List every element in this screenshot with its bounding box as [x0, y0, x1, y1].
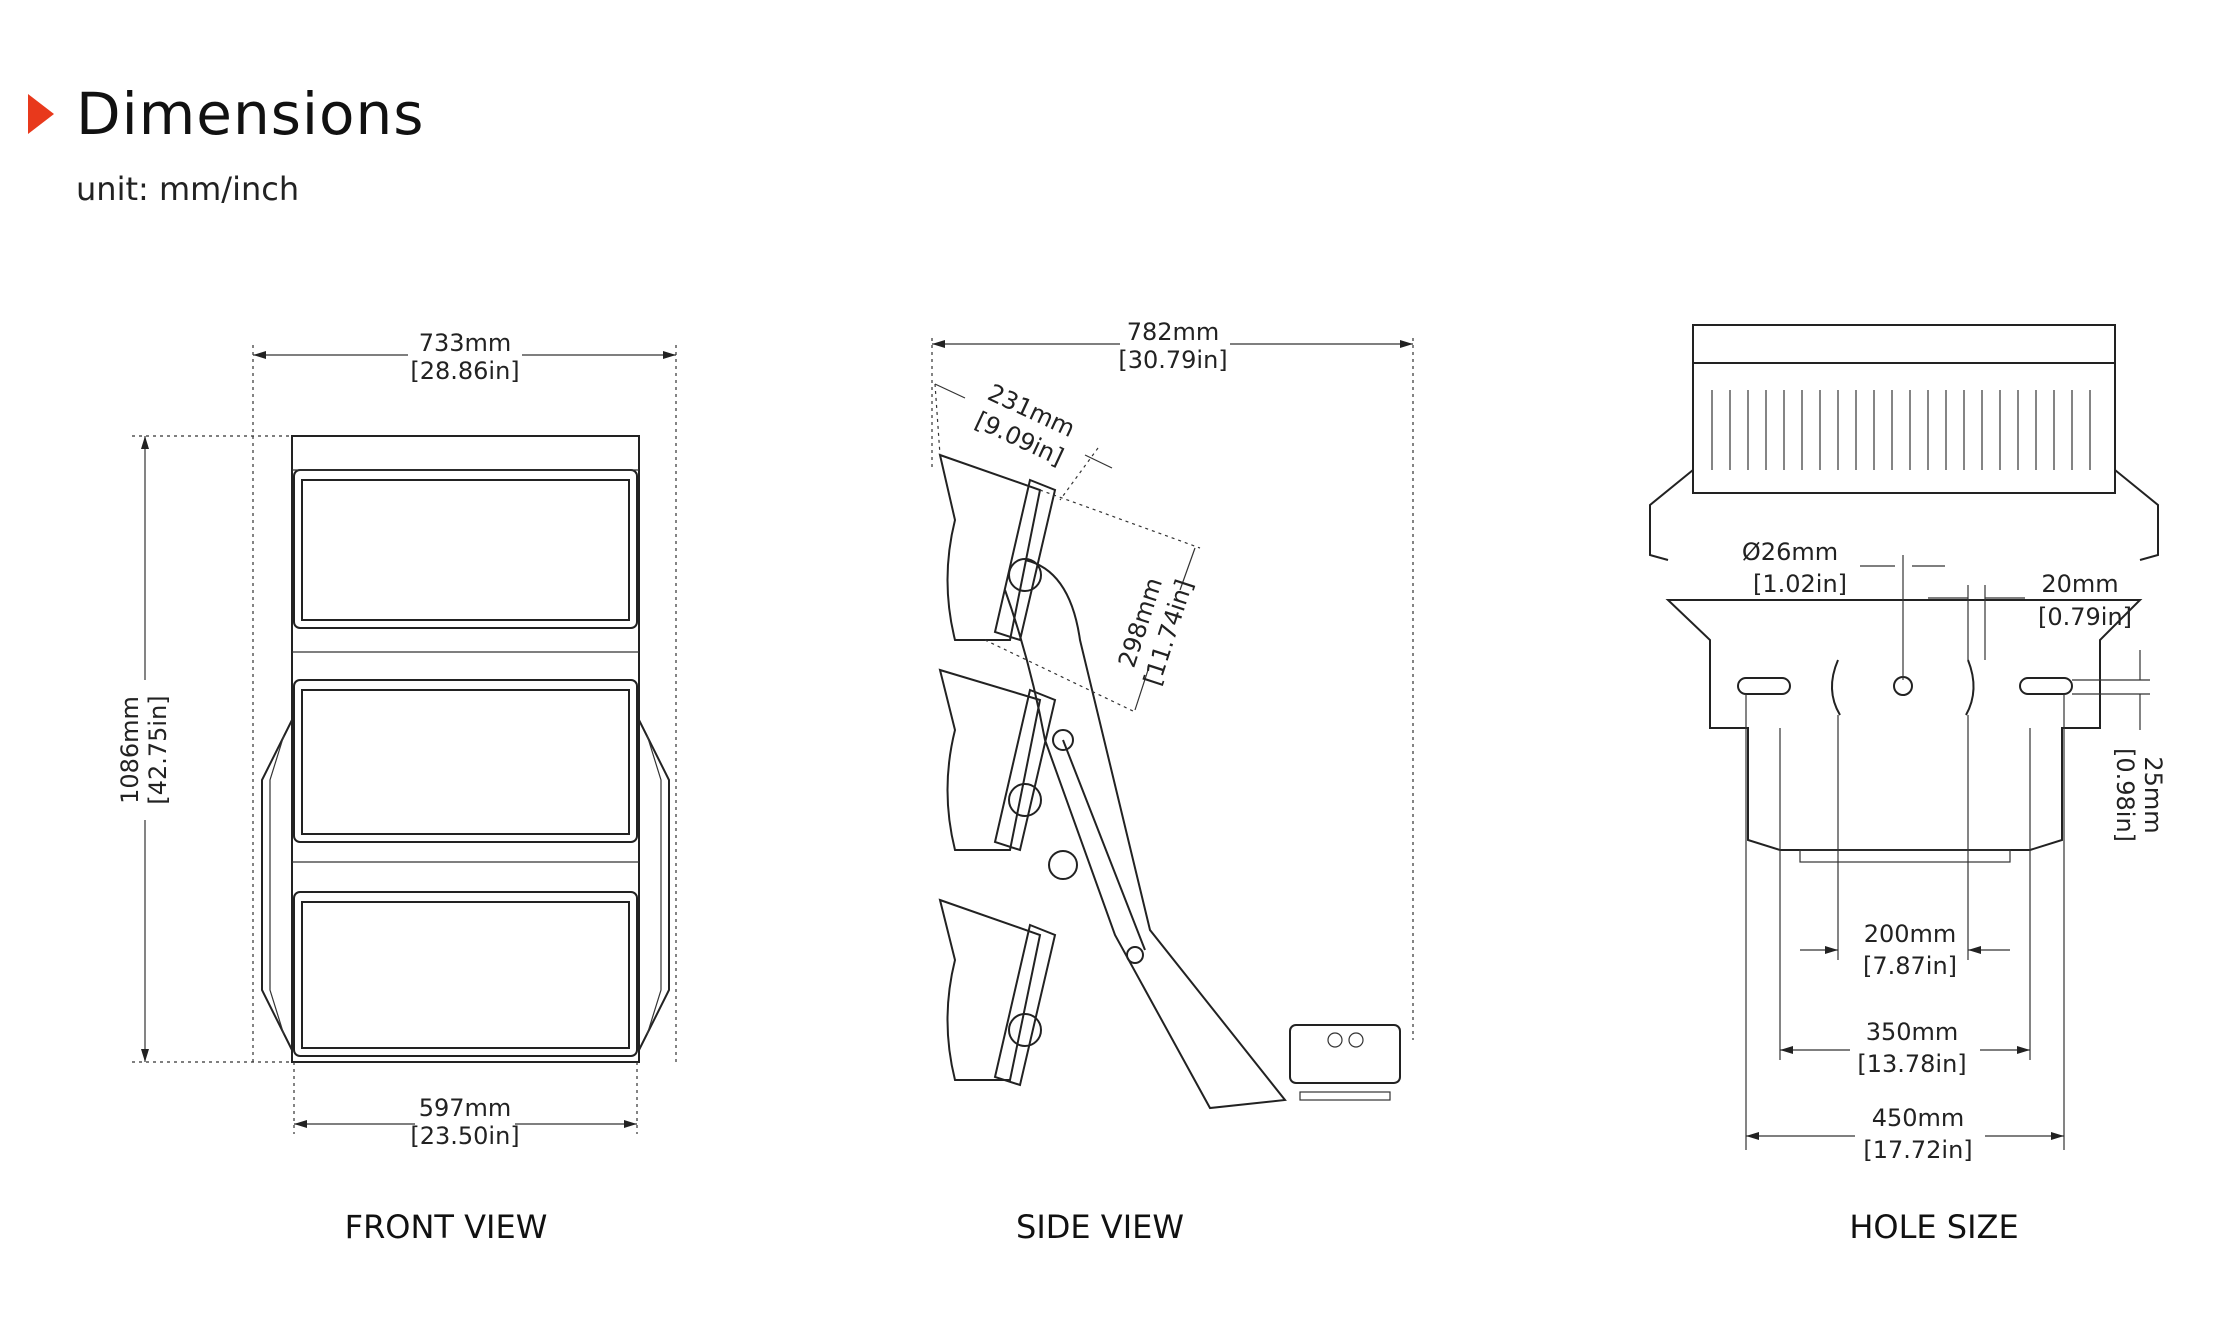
front-panel-top — [293, 469, 638, 629]
screw-icon — [1327, 1032, 1343, 1048]
side-housing-bottom — [938, 898, 1042, 1081]
hole-mounting-base — [1665, 599, 2143, 851]
side-housing-top — [938, 453, 1042, 641]
hole-right-bracket — [2114, 469, 2159, 561]
arrow-icon — [1780, 1046, 1793, 1054]
side-driver-feet — [1299, 1091, 1391, 1101]
side-lens-top — [993, 478, 1057, 642]
arrow-icon — [1746, 1132, 1759, 1140]
side-overall-mm: 782mm — [1127, 318, 1220, 346]
side-driver-box — [1289, 1024, 1401, 1084]
arrow-icon — [624, 1120, 637, 1128]
heatsink-fins — [1711, 390, 2091, 470]
hole-slot-mm: 20mm — [2041, 570, 2118, 598]
section-header: Dimensions — [28, 80, 425, 148]
arrow-icon — [1825, 946, 1838, 954]
side-view-drawing: 782mm [30.79in] 231mm [9.09in] 298mm [11… — [931, 318, 1414, 1110]
side-view-label: SIDE VIEW — [1016, 1208, 1184, 1246]
arrow-icon — [1968, 946, 1981, 954]
front-right-bracket — [638, 719, 670, 1051]
front-panel-top-lens — [301, 479, 630, 621]
front-right-bracket-inner — [646, 734, 662, 1036]
triangle-marker-icon — [28, 94, 54, 134]
side-dim-231-a — [934, 383, 966, 399]
hole-slot-left — [1737, 677, 1791, 695]
hole-arc-right — [1965, 659, 1975, 716]
side-ext-298-b — [984, 639, 1136, 713]
arrow-icon — [141, 436, 149, 449]
arrow-icon — [1400, 340, 1413, 348]
front-width-top-in: [28.86in] — [410, 357, 519, 385]
hole-slot-len-in: [0.98in] — [2111, 748, 2139, 842]
hole-left-bracket — [1649, 469, 1694, 561]
hole-base-lip — [1799, 849, 2011, 863]
screw-icon — [1348, 1032, 1364, 1048]
side-link-bar — [1062, 739, 1146, 951]
hole-diameter-mm: Ø26mm — [1742, 538, 1838, 566]
front-housing-outline — [291, 435, 640, 1063]
side-ext-231-a — [934, 383, 941, 456]
arrow-icon — [932, 340, 945, 348]
side-housing-middle — [938, 668, 1042, 851]
front-view-drawing: 733mm [28.86in] 1086mm [42.75in] 597mm [… — [116, 329, 677, 1150]
side-lens-middle — [993, 688, 1057, 852]
hole-size-drawing: 200mm [7.87in] 350mm [13.78in] 450mm [17… — [1649, 324, 2167, 1164]
hole-heatsink — [1692, 362, 2116, 494]
hole-450-mm: 450mm — [1872, 1104, 1965, 1132]
hole-size-label: HOLE SIZE — [1849, 1208, 2019, 1246]
arrow-icon — [2051, 1132, 2064, 1140]
side-pivot-top — [1008, 558, 1042, 592]
front-width-bottom-mm: 597mm — [419, 1094, 512, 1122]
front-width-top-mm: 733mm — [419, 329, 512, 357]
front-panel-middle — [293, 679, 638, 843]
front-width-bottom-in: [23.50in] — [410, 1122, 519, 1150]
front-panel-bottom — [293, 891, 638, 1057]
front-panel-middle-lens — [301, 689, 630, 835]
title-row: Dimensions — [28, 80, 425, 148]
side-link-joint-1 — [1052, 729, 1074, 751]
side-pivot-middle — [1008, 783, 1042, 817]
arrow-icon — [663, 351, 676, 359]
side-ext-231-b — [1059, 447, 1099, 501]
side-mounting-arm — [1004, 559, 1287, 1110]
hole-450-in: [17.72in] — [1863, 1136, 1972, 1164]
hole-slot-in: [0.79in] — [2038, 603, 2132, 631]
arrow-icon — [253, 351, 266, 359]
side-dim-298-b — [1134, 669, 1149, 711]
side-lens-bottom — [993, 923, 1057, 1087]
hole-350-mm: 350mm — [1866, 1018, 1959, 1046]
hole-200-in: [7.87in] — [1863, 952, 1957, 980]
side-dim-298-a — [1179, 547, 1196, 591]
arrow-icon — [294, 1120, 307, 1128]
hole-slot-len-mm: 25mm — [2139, 756, 2167, 833]
front-view-label: FRONT VIEW — [344, 1208, 548, 1246]
page-title: Dimensions — [76, 80, 425, 148]
hole-350-in: [13.78in] — [1857, 1050, 1966, 1078]
side-link-joint-2 — [1048, 850, 1078, 880]
hole-arc-left — [1831, 659, 1841, 716]
side-dim-231-b — [1084, 454, 1113, 469]
side-overall-in: [30.79in] — [1118, 346, 1227, 374]
arrow-icon — [2017, 1046, 2030, 1054]
front-panel-bottom-lens — [301, 901, 630, 1049]
hole-diameter-in: [1.02in] — [1753, 570, 1847, 598]
side-pivot-bottom — [1008, 1013, 1042, 1047]
hole-slot-right — [2019, 677, 2073, 695]
front-left-bracket — [261, 719, 293, 1051]
front-height-mm: 1086mm — [116, 696, 144, 804]
side-ext-298-a — [1039, 489, 1201, 549]
hole-200-mm: 200mm — [1864, 920, 1957, 948]
arrow-icon — [141, 1049, 149, 1062]
unit-note: unit: mm/inch — [76, 170, 300, 208]
front-height-in: [42.75in] — [144, 695, 172, 804]
hole-lamp-top — [1692, 324, 2116, 364]
front-left-bracket-inner — [269, 734, 285, 1036]
